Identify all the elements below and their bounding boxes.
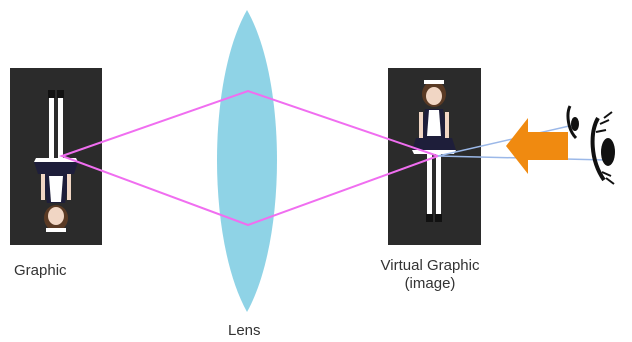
graphic-panel <box>10 68 102 245</box>
eye-icon <box>566 105 615 185</box>
virtual-graphic-label-line2: (image) <box>404 275 456 292</box>
lens-label: Lens <box>228 322 261 339</box>
virtual-graphic-label: Virtual Graphic (image) <box>364 257 496 293</box>
maid-figure-upright-icon <box>412 80 456 222</box>
graphic-label: Graphic <box>14 262 67 279</box>
maid-figure-upside-down-icon <box>34 90 78 232</box>
left-arrow-icon <box>506 118 568 174</box>
lens-shape <box>217 10 277 312</box>
virtual-graphic-label-line1: Virtual Graphic <box>380 257 480 274</box>
